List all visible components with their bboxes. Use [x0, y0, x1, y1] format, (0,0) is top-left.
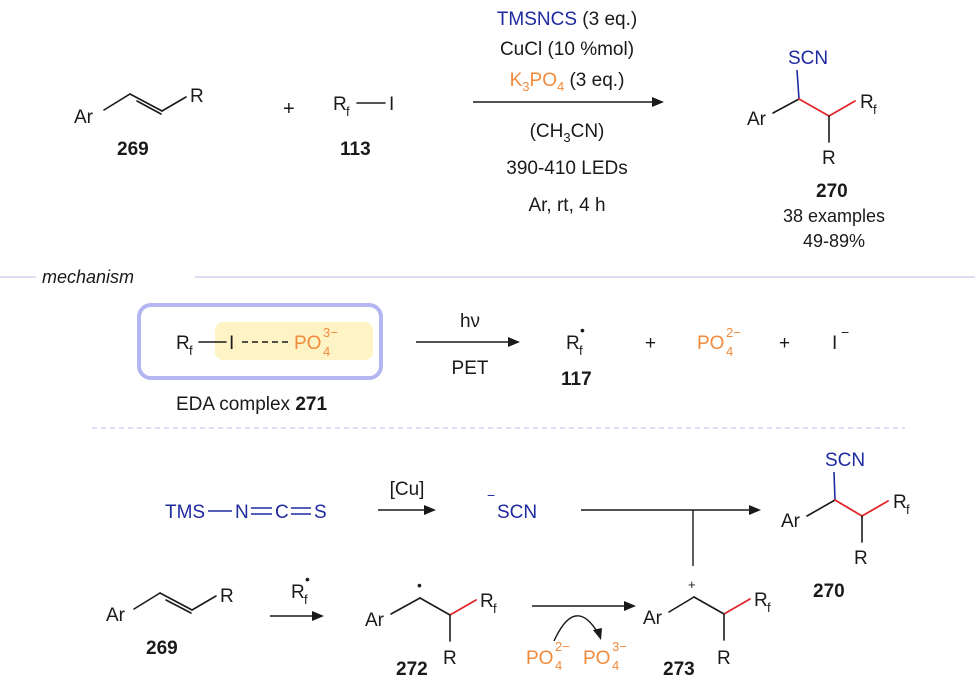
svg-text:4: 4 [555, 658, 562, 673]
tms-ncs: TMS N C S [165, 502, 327, 523]
condition-light: 390-410 LEDs [506, 158, 627, 179]
eda-po-label: PO [294, 333, 321, 354]
svg-text:f: f [906, 502, 910, 517]
product-270-top: SCN Ar R f R 270 38 examples 49-89% [747, 48, 885, 251]
eda-complex-271: R f I PO 4 3− EDA complex 271 [137, 303, 383, 415]
svg-text:I: I [229, 333, 234, 354]
condition-reagent-1: TMSNCS (3 eq.) [497, 9, 637, 30]
svg-text:SCN: SCN [825, 450, 865, 471]
condition-base: K3PO4 (3 eq.) [510, 70, 625, 94]
condition-solvent: (CH3CN) [530, 121, 605, 145]
svg-text:R: R [717, 648, 731, 669]
product-r-label: R [822, 148, 836, 169]
radical-272: Ar • R f R 272 [365, 577, 497, 680]
oxidation-step: PO 4 2− PO 4 3− [526, 601, 636, 673]
svg-text:R: R [220, 586, 234, 607]
svg-text:•: • [305, 571, 310, 587]
substrate-269: Ar R 269 [74, 86, 204, 160]
svg-text:TMS: TMS [165, 502, 205, 523]
rf-label: R [333, 94, 347, 115]
svg-text:f: f [873, 102, 877, 117]
svg-text:4: 4 [726, 344, 733, 359]
plus-sign: + [283, 98, 295, 120]
mechanism-title: mechanism [42, 267, 134, 287]
iodine-label: I [389, 94, 394, 115]
product-scn-label: SCN [788, 48, 828, 69]
svg-text:C: C [275, 502, 289, 523]
svg-text:f: f [767, 600, 771, 615]
svg-text:S: S [314, 502, 327, 523]
cation-plus: + [688, 577, 696, 592]
po4-2-label: PO [697, 333, 724, 354]
cu-label: [Cu] [390, 479, 425, 500]
iodide-label: I [832, 333, 837, 354]
radical-id: 272 [396, 659, 428, 680]
product-rf-label: R [860, 92, 874, 113]
svg-text:f: f [493, 601, 497, 616]
svg-text:f: f [189, 343, 193, 358]
svg-text:R: R [176, 333, 190, 354]
svg-text:269: 269 [146, 638, 178, 659]
svg-text:•: • [417, 577, 422, 593]
svg-text:f: f [579, 343, 583, 358]
svg-text:R: R [291, 582, 305, 603]
svg-text:R: R [893, 492, 907, 513]
svg-text:−: − [487, 487, 495, 503]
rf-radical-id: 117 [561, 369, 592, 390]
svg-text:R: R [754, 590, 768, 611]
svg-text:Ar: Ar [365, 610, 385, 631]
svg-text:+: + [645, 333, 656, 354]
substrate-ar-label: Ar [74, 107, 94, 128]
product-270-bottom: SCN Ar R f R 270 [781, 450, 910, 602]
svg-text:R: R [480, 591, 494, 612]
examples-count: 38 examples [783, 206, 885, 226]
cation-273: Ar + R f R 273 [643, 577, 771, 680]
eda-highlight [215, 322, 373, 360]
yield-range: 49-89% [803, 231, 865, 251]
substrate-r-label: R [190, 86, 204, 107]
svg-text:+: + [779, 333, 790, 354]
svg-text:4: 4 [323, 344, 330, 359]
reagent-113: R f I 113 [333, 94, 394, 160]
svg-text:R: R [566, 333, 580, 354]
svg-text:PO: PO [583, 648, 610, 669]
condition-atmosphere: Ar, rt, 4 h [528, 195, 605, 216]
photo-arrow: hν PET [416, 311, 520, 379]
pet-label: PET [452, 358, 489, 379]
svg-text:2−: 2− [555, 639, 570, 654]
svg-text:2−: 2− [726, 325, 741, 340]
cation-id: 273 [663, 659, 695, 680]
svg-text:R: R [854, 548, 868, 569]
hv-label: hν [460, 311, 480, 332]
svg-text:−: − [841, 324, 849, 340]
reaction-conditions: TMSNCS (3 eq.) CuCl (10 %mol) K3PO4 (3 e… [473, 9, 664, 216]
svg-text:f: f [304, 592, 308, 607]
svg-text:N: N [235, 502, 249, 523]
svg-text:PO: PO [526, 648, 553, 669]
substrate-269-bottom: Ar R 269 [106, 586, 234, 659]
svg-text:3−: 3− [323, 325, 338, 340]
rf-subscript: f [346, 104, 350, 119]
svg-text:R: R [443, 648, 457, 669]
svg-text:4: 4 [612, 658, 619, 673]
radical-dot: • [580, 322, 585, 338]
product-ar-label: Ar [747, 109, 767, 130]
svg-text:Ar: Ar [643, 608, 663, 629]
condition-reagent-2: CuCl (10 %mol) [500, 39, 634, 60]
reagent-id: 113 [340, 139, 371, 160]
svg-text:Ar: Ar [781, 511, 801, 532]
product-bottom-id: 270 [813, 581, 845, 602]
photo-products: R f • 117 + PO 4 2− + I − [561, 322, 849, 390]
scn-anion: SCN [497, 502, 537, 523]
svg-text:3−: 3− [612, 639, 627, 654]
substrate-id: 269 [117, 139, 149, 160]
eda-caption: EDA complex 271 [176, 394, 327, 415]
product-id: 270 [816, 181, 848, 202]
svg-text:Ar: Ar [106, 605, 126, 626]
